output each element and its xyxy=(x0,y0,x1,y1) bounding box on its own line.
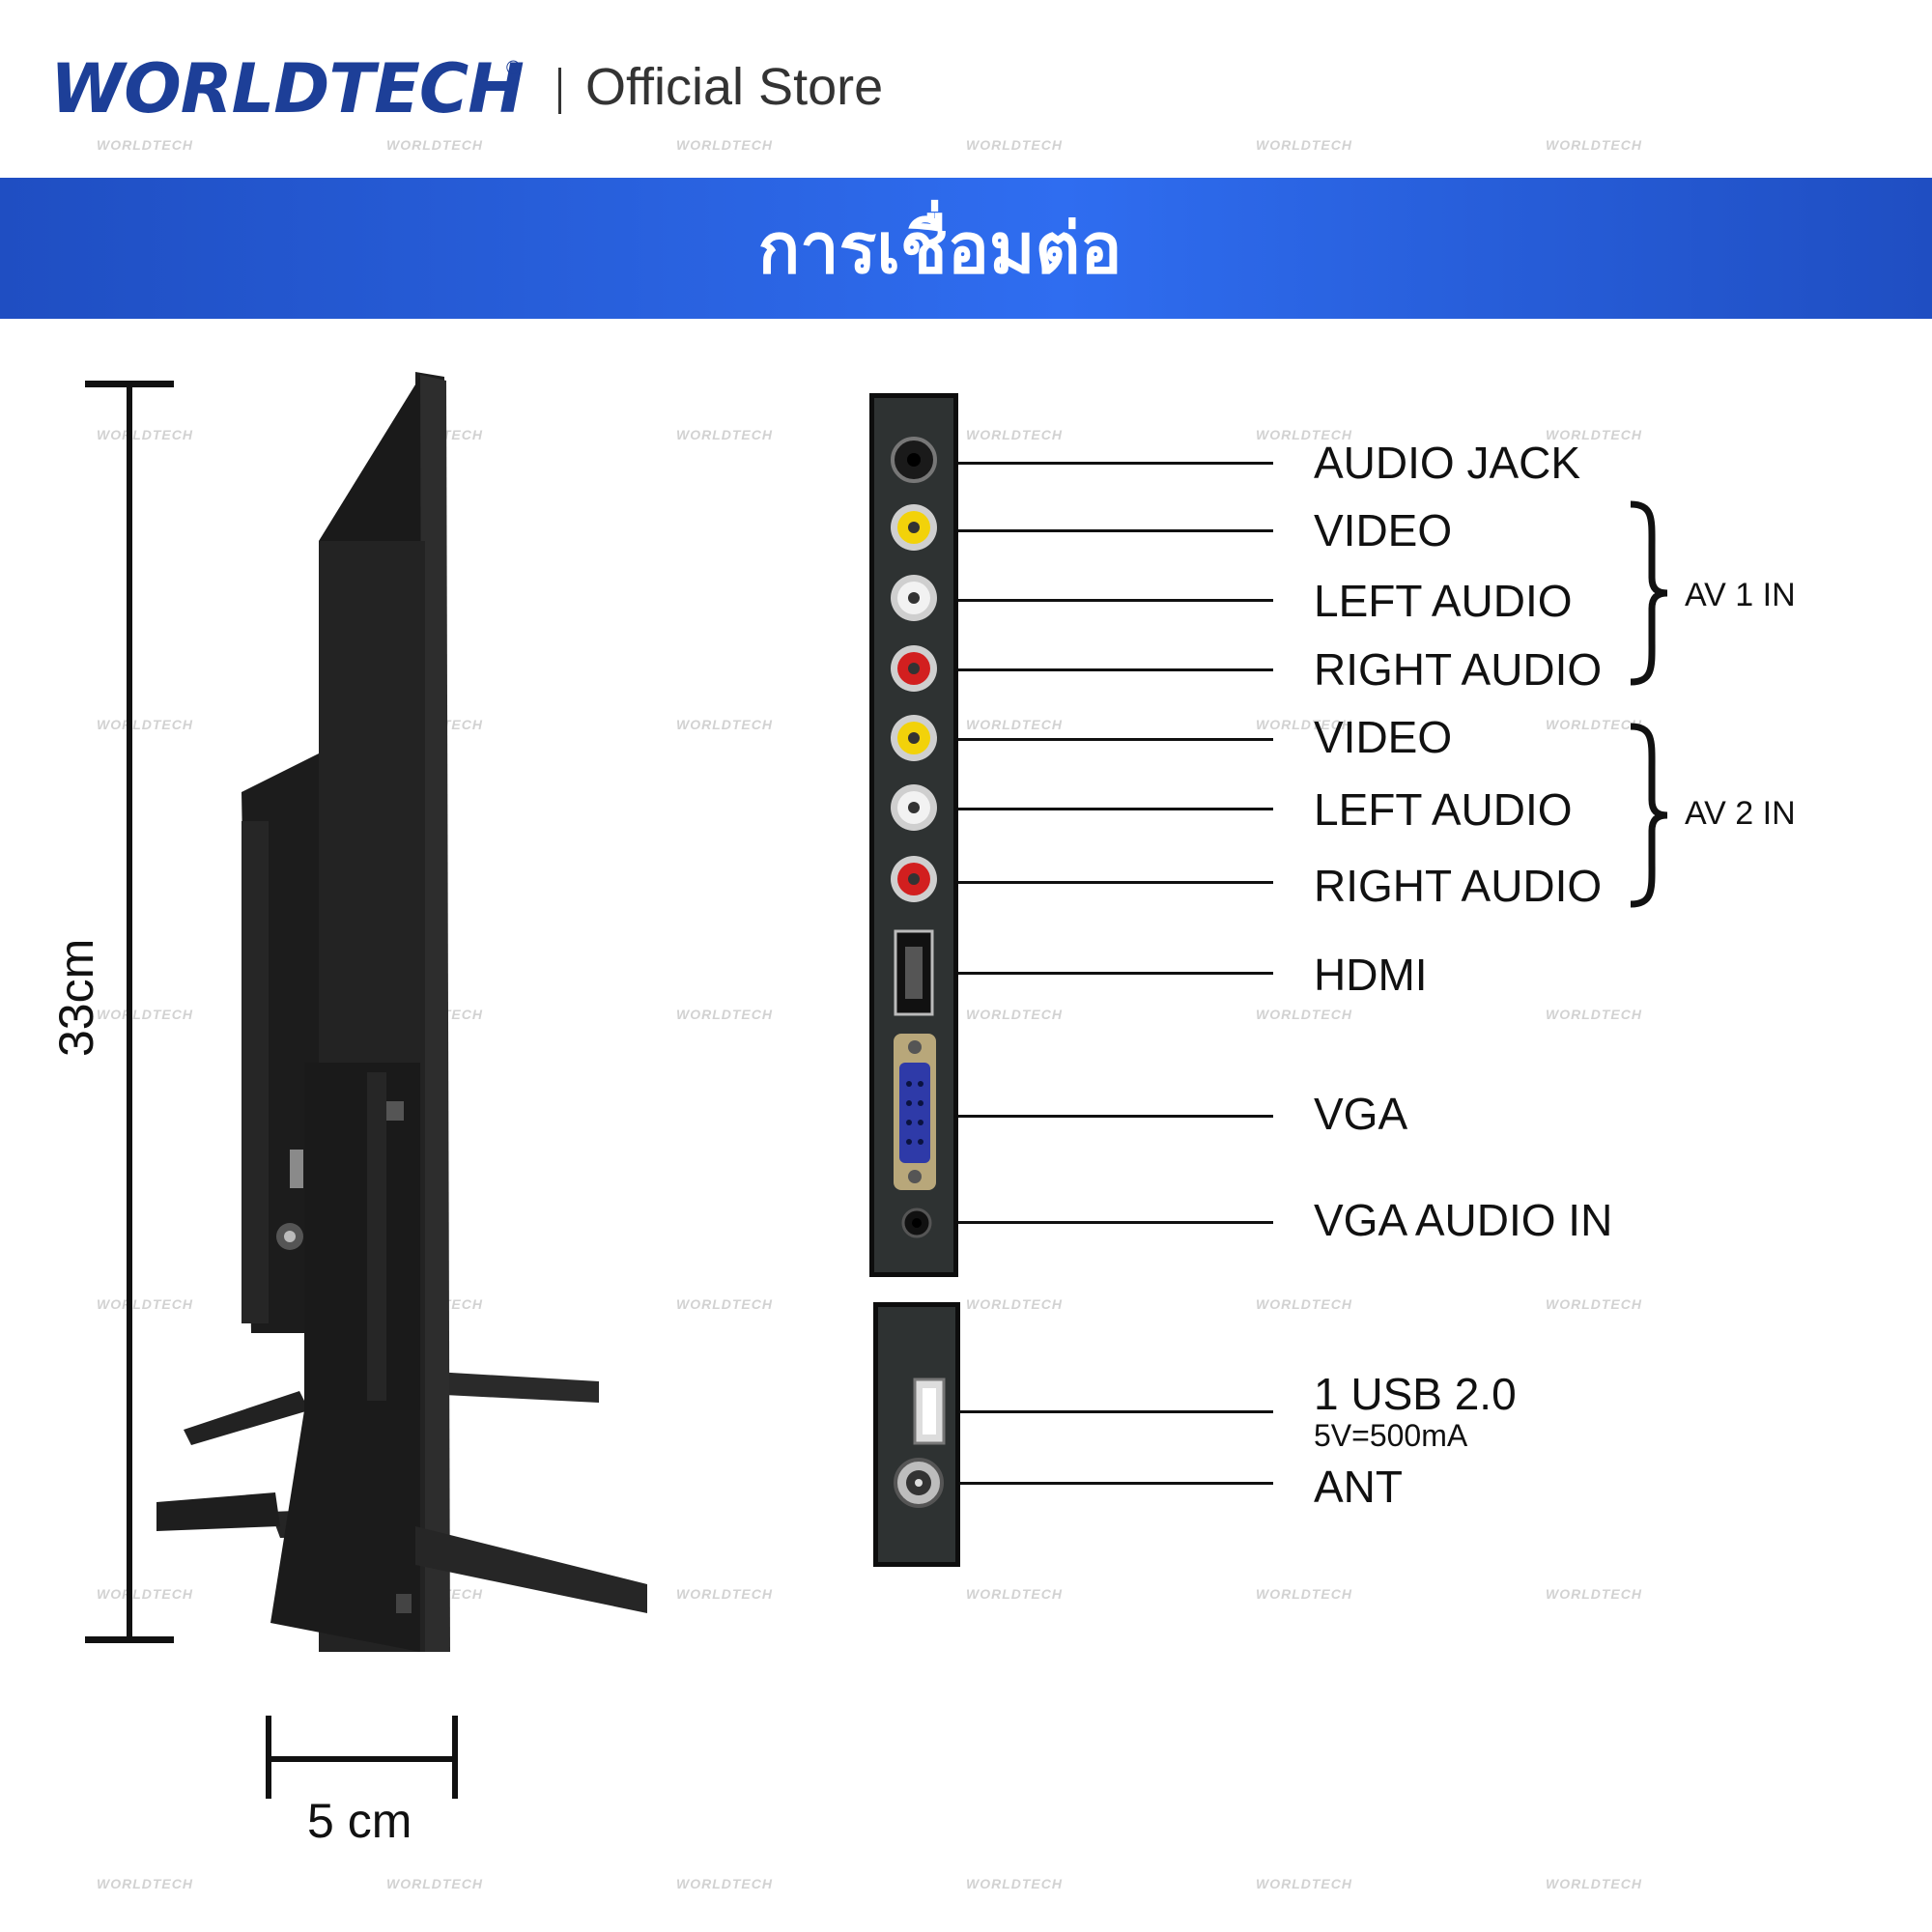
watermark-text: WORLDTECH xyxy=(1256,1586,1352,1602)
label-av1-video: VIDEO xyxy=(1314,505,1453,555)
leader-line xyxy=(960,1410,1273,1413)
leader-line xyxy=(958,808,1273,810)
watermark-text: WORLDTECH xyxy=(676,1586,773,1602)
watermark-text: WORLDTECH xyxy=(966,1586,1063,1602)
leader-line xyxy=(958,1115,1273,1118)
watermark-text: WORLDTECH xyxy=(97,1586,193,1602)
depth-dim-right-cap xyxy=(452,1716,458,1799)
leader-line xyxy=(958,668,1273,671)
header-divider xyxy=(558,68,561,114)
label-av1-left-audio: LEFT AUDIO xyxy=(1314,576,1573,626)
watermark-text: WORLDTECH xyxy=(1546,1586,1642,1602)
rca-video-yellow-icon xyxy=(891,715,937,761)
av1-brace xyxy=(1630,500,1668,686)
watermark-text: WORLDTECH xyxy=(386,1876,483,1891)
watermark-text: WORLDTECH xyxy=(1546,1876,1642,1891)
leader-line xyxy=(960,1482,1273,1485)
registered-mark: ® xyxy=(506,58,521,79)
tv-side-view-illustration xyxy=(156,372,647,1652)
watermark-text: WORLDTECH xyxy=(676,1876,773,1891)
label-vga-audio-in: VGA AUDIO IN xyxy=(1314,1195,1613,1245)
watermark-text: WORLDTECH xyxy=(676,137,773,153)
watermark-text: WORLDTECH xyxy=(1256,1296,1352,1312)
label-av2-left-audio: LEFT AUDIO xyxy=(1314,784,1573,835)
watermark-text: WORLDTECH xyxy=(966,427,1063,442)
label-usb-spec: 5V=500mA xyxy=(1314,1418,1468,1453)
watermark-text: WORLDTECH xyxy=(97,1296,193,1312)
side-port-panel xyxy=(873,1302,960,1567)
vga-port-icon xyxy=(894,1034,936,1190)
height-dim-label: 33cm xyxy=(49,938,103,1057)
leader-line xyxy=(958,738,1273,741)
watermark-text: WORLDTECH xyxy=(676,1296,773,1312)
leader-line xyxy=(958,881,1273,884)
watermark-text: WORLDTECH xyxy=(1256,137,1352,153)
height-dim-bottom-cap xyxy=(85,1636,174,1643)
rca-left-audio-white-icon xyxy=(891,784,937,831)
height-dim-line xyxy=(127,384,132,1640)
watermark-text: WORLDTECH xyxy=(97,1876,193,1891)
banner-title: การเชื่อมต่อ xyxy=(757,208,1122,289)
watermark-text: WORLDTECH xyxy=(966,1876,1063,1891)
label-audio-jack: AUDIO JACK xyxy=(1314,438,1581,488)
leader-line xyxy=(958,529,1273,532)
watermark-text: WORLDTECH xyxy=(1546,1296,1642,1312)
height-dim-top-cap xyxy=(85,381,174,387)
watermark-text: WORLDTECH xyxy=(966,1007,1063,1022)
label-vga: VGA xyxy=(1314,1089,1408,1139)
watermark-text: WORLDTECH xyxy=(1546,717,1642,732)
leader-line xyxy=(958,972,1273,975)
watermark-text: WORLDTECH xyxy=(1256,1007,1352,1022)
watermark-text: WORLDTECH xyxy=(966,137,1063,153)
watermark-text: WORLDTECH xyxy=(97,717,193,732)
side-port-icons xyxy=(894,1378,946,1508)
watermark-text: WORLDTECH xyxy=(97,427,193,442)
watermark-text: WORLDTECH xyxy=(1256,717,1352,732)
label-av2-right-audio: RIGHT AUDIO xyxy=(1314,861,1603,911)
watermark-text: WORLDTECH xyxy=(1546,427,1642,442)
label-av2-in: AV 2 IN xyxy=(1685,795,1796,832)
audio-jack-icon xyxy=(891,437,937,483)
usb-port-icon xyxy=(913,1378,946,1445)
vga-audio-jack-icon xyxy=(901,1208,932,1238)
depth-dim-label: 5 cm xyxy=(307,1794,412,1848)
store-label: Official Store xyxy=(585,58,884,116)
rear-port-icons xyxy=(891,437,937,1238)
watermark-text: WORLDTECH xyxy=(97,137,193,153)
label-hdmi: HDMI xyxy=(1314,950,1428,1000)
hdmi-port-icon xyxy=(894,929,934,1016)
label-ant: ANT xyxy=(1314,1462,1403,1512)
watermark-text: WORLDTECH xyxy=(1546,1007,1642,1022)
label-av1-in: AV 1 IN xyxy=(1685,577,1796,613)
watermark-text: WORLDTECH xyxy=(97,1007,193,1022)
watermark-text: WORLDTECH xyxy=(386,137,483,153)
leader-line xyxy=(958,599,1273,602)
watermark-text: WORLDTECH xyxy=(676,717,773,732)
watermark-text: WORLDTECH xyxy=(1546,137,1642,153)
leader-line xyxy=(958,1221,1273,1224)
leader-line xyxy=(958,462,1273,465)
rca-left-audio-white-icon xyxy=(891,575,937,621)
rca-right-audio-red-icon xyxy=(891,856,937,902)
watermark-text: WORLDTECH xyxy=(966,717,1063,732)
depth-dim-line xyxy=(269,1756,456,1762)
watermark-text: WORLDTECH xyxy=(676,427,773,442)
label-av2-video: VIDEO xyxy=(1314,712,1453,762)
antenna-port-icon xyxy=(894,1458,944,1508)
title-banner xyxy=(0,178,1932,319)
watermark-text: WORLDTECH xyxy=(966,1296,1063,1312)
rca-right-audio-red-icon xyxy=(891,645,937,692)
brand-logo: WORLDTECH xyxy=(50,49,525,128)
watermark-text: WORLDTECH xyxy=(1256,427,1352,442)
label-av1-right-audio: RIGHT AUDIO xyxy=(1314,644,1603,695)
watermark-text: WORLDTECH xyxy=(676,1007,773,1022)
watermark-text: WORLDTECH xyxy=(1256,1876,1352,1891)
label-usb: 1 USB 2.0 xyxy=(1314,1369,1517,1419)
av2-brace xyxy=(1630,723,1668,908)
rca-video-yellow-icon xyxy=(891,504,937,551)
